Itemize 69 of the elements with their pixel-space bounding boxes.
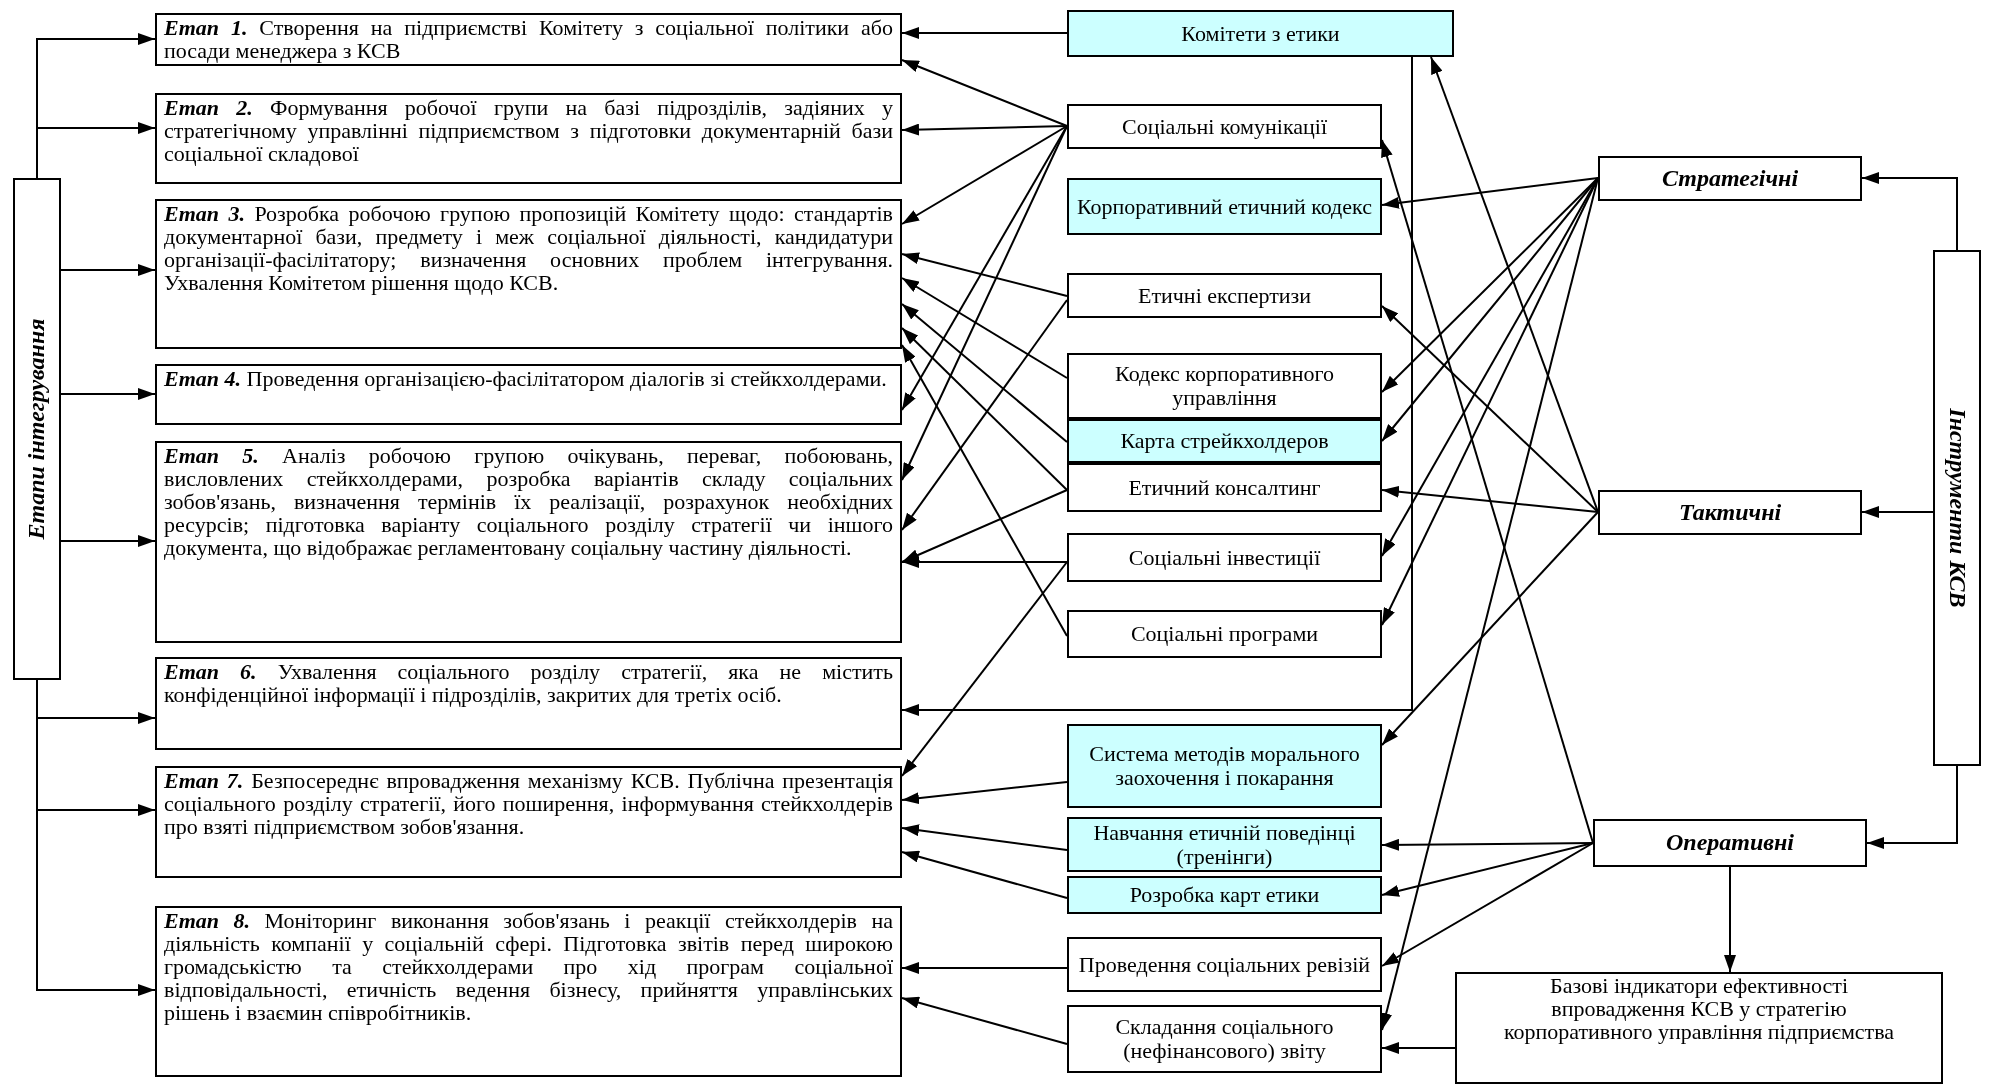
tool-box: Проведення соціальних ревізій bbox=[1067, 937, 1382, 992]
tool-box: Соціальні комунікації bbox=[1067, 104, 1382, 149]
arrow bbox=[1430, 56, 1599, 513]
arrow bbox=[1861, 172, 1958, 251]
arrow bbox=[901, 125, 1068, 481]
arrow bbox=[901, 27, 1068, 39]
arrow bbox=[901, 303, 1068, 443]
stage-box: Етап 1. Створення на підприємстві Комітету з соціальної політики або посади менеджера з КСВ bbox=[155, 13, 902, 66]
arrow bbox=[901, 561, 1068, 777]
arrow bbox=[901, 962, 1068, 974]
stage-box: Етап 6. Ухвалення соціального розділу стратегії, яка не містить конфіденційної інформації і підрозділів, закритих для третіх осіб. bbox=[155, 657, 902, 750]
arrow bbox=[60, 264, 156, 276]
arrow bbox=[901, 277, 1068, 379]
arrow bbox=[901, 125, 1068, 225]
arrow bbox=[901, 327, 1068, 491]
tool-box: Розробка карт етики bbox=[1067, 876, 1382, 914]
arrow bbox=[1381, 842, 1594, 897]
tool-box: Етичний консалтинг bbox=[1067, 463, 1382, 512]
stage-box: Етап 7. Безпосереднє впровадження механізму КСВ. Публічна презентація соціального розділу стратегії, його поширення, інформування стейкхолдерів про взяті підприємством зобов'язання. bbox=[155, 766, 902, 878]
stage-box: Етап 3. Розробка робочою групою пропозицій Комітету щодо: стандартів документарної бази, предмету і меж соціальної діяльності, кандидатури організації-фасілітатору; визначення основних проблем інтегрування. Ухвалення Комітетом рішення щодо КСВ. bbox=[155, 199, 902, 349]
arrow bbox=[1381, 485, 1599, 513]
stage-box: Етап 2. Формування робочої групи на базі підрозділів, задіяних у стратегічному управлінні підприємством з підготовки документарній бази соціальної складової bbox=[155, 93, 902, 184]
arrow bbox=[1381, 139, 1594, 844]
arrow bbox=[60, 535, 156, 547]
arrow bbox=[901, 123, 1068, 136]
arrow bbox=[901, 850, 1068, 899]
stage-box: Етап 8. Моніторинг виконання зобов'язань і реакції стейкхолдерів на діяльність компанії у соціальній сфері. Підготовка звітів перед широкою громадськістю та стейкхолдерами про хід програм соціальної відповідальності, етичність ведення бізнесу, прийняття управлінських рішень і взаємин співробітників. bbox=[155, 906, 902, 1077]
arrow bbox=[901, 252, 1068, 297]
arrow bbox=[1724, 866, 1736, 973]
tool-box: Етичні експертизи bbox=[1067, 273, 1382, 318]
arrow bbox=[901, 299, 1068, 531]
tool-box: Карта стрейкхолдеров bbox=[1067, 419, 1382, 463]
tool-box: Комітети з етики bbox=[1067, 10, 1454, 57]
arrow bbox=[901, 344, 1068, 637]
arrow bbox=[1381, 838, 1594, 851]
arrow bbox=[901, 59, 1068, 127]
arrow bbox=[60, 388, 156, 400]
result-box: Базові індикатори ефективності впровадження КСВ у стратегію корпоративного управління підприємства bbox=[1455, 972, 1943, 1084]
tool-box: Складання соціального (нефінансового) звіту bbox=[1067, 1005, 1382, 1073]
category-box: Тактичні bbox=[1598, 490, 1862, 535]
tool-box: Кодекс корпоративного управління bbox=[1067, 353, 1382, 419]
arrow bbox=[1381, 177, 1599, 209]
tool-box: Навчання етичній поведінці (тренінги) bbox=[1067, 817, 1382, 872]
vertical-heading-box: Етапи інтегрування bbox=[13, 178, 61, 680]
category-box: Оперативні bbox=[1593, 819, 1867, 867]
arrow bbox=[901, 489, 1068, 563]
arrow bbox=[1381, 177, 1599, 442]
stage-box: Етап 4. Проведення організацією-фасілітатором діалогів зі стейкхолдерами. bbox=[155, 364, 902, 425]
arrow bbox=[1861, 506, 1934, 518]
stage-box: Етап 5. Аналіз робочою групою очікувань, переваг, побоювань, висловлених стейкхолдерами, розробка варіантів складу соціальних зобов'язань, визначення термінів їх реалізації, розрахунок необхідних ресурсів; підготовка варіанту соціального розділу стратегії чи іншого документа, що відображає регламентовану соціальну частину діяльності. bbox=[155, 441, 902, 643]
arrow bbox=[901, 996, 1068, 1045]
arrow bbox=[1381, 511, 1599, 746]
arrow bbox=[36, 122, 156, 179]
arrow bbox=[901, 56, 1413, 716]
arrow bbox=[1866, 765, 1958, 849]
tool-box: Соціальні інвестиції bbox=[1067, 533, 1382, 582]
tool-box: Корпоративний етичний кодекс bbox=[1067, 178, 1382, 235]
arrow bbox=[1381, 842, 1594, 967]
tool-box: Система методів морального заохочення і покарання bbox=[1067, 724, 1382, 808]
category-box: Стратегічні bbox=[1598, 156, 1862, 201]
arrow bbox=[901, 556, 1068, 568]
arrow bbox=[1381, 177, 1599, 393]
tool-box: Соціальні програми bbox=[1067, 610, 1382, 658]
vertical-heading-box: Інструменти КСВ bbox=[1933, 250, 1981, 766]
arrow bbox=[901, 824, 1068, 851]
arrow bbox=[901, 125, 1068, 411]
arrow bbox=[1381, 1042, 1456, 1054]
arrow bbox=[901, 781, 1068, 805]
arrow bbox=[1381, 305, 1599, 513]
